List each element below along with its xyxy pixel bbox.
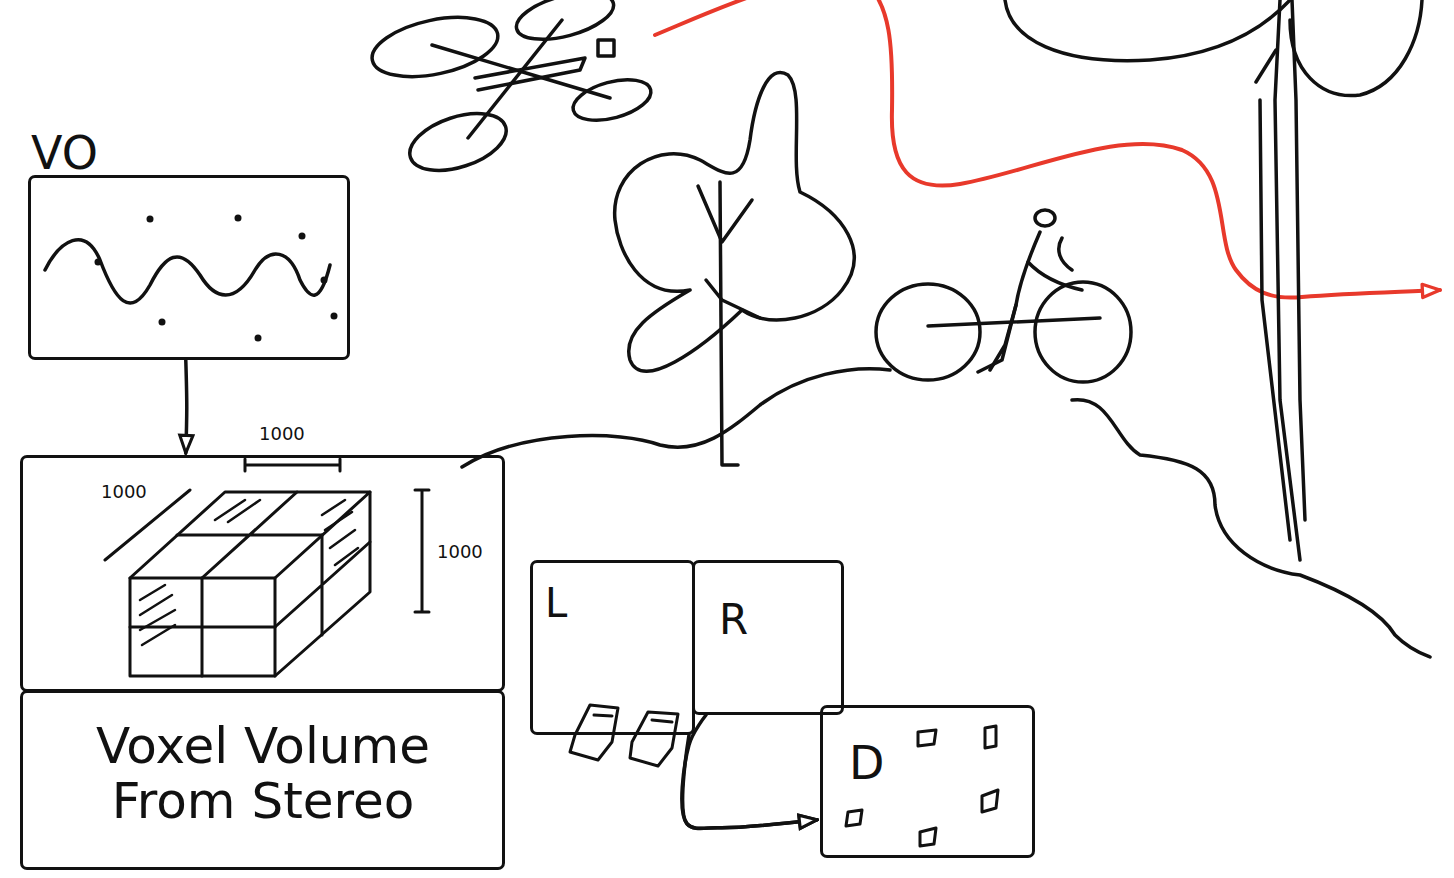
left-image-box: L bbox=[530, 560, 695, 735]
drone bbox=[475, 58, 585, 90]
drone bbox=[403, 103, 514, 181]
disparity-points bbox=[920, 828, 936, 846]
drone bbox=[598, 40, 614, 56]
red-path bbox=[655, 0, 1440, 298]
hill bbox=[462, 369, 1430, 657]
dimension-label: 1000 bbox=[101, 482, 147, 502]
bicycle bbox=[978, 305, 1016, 372]
bicycle bbox=[876, 210, 1131, 382]
box-label: L bbox=[545, 581, 567, 625]
tree bbox=[615, 72, 854, 465]
drone bbox=[468, 20, 562, 138]
tree bbox=[706, 280, 760, 318]
text-slot: L bbox=[545, 581, 567, 625]
voxel-cube bbox=[140, 585, 175, 645]
voxel-box: 100010001000 bbox=[20, 455, 505, 692]
voxel-cube bbox=[415, 490, 429, 612]
big-tree bbox=[1292, 0, 1305, 520]
disparity-points bbox=[918, 730, 936, 746]
bicycle bbox=[876, 284, 980, 380]
drone bbox=[569, 72, 656, 127]
dimension-label: 1000 bbox=[437, 542, 483, 562]
stereo-camera bbox=[594, 715, 672, 722]
drone bbox=[367, 0, 656, 181]
dimension-label: 1000 bbox=[259, 424, 305, 444]
big-tree bbox=[1290, 0, 1422, 96]
box-label: Voxel Volume From Stereo bbox=[53, 719, 473, 829]
bicycle bbox=[990, 232, 1040, 370]
arrow-connector bbox=[683, 735, 817, 828]
voxel-cube bbox=[275, 492, 370, 676]
arrow-connector bbox=[682, 715, 817, 828]
bicycle bbox=[1059, 238, 1072, 270]
label-box: Voxel Volume From Stereo bbox=[20, 690, 505, 870]
disparity-points bbox=[982, 790, 998, 812]
vo-box: VO bbox=[28, 175, 350, 360]
text-slot: R bbox=[719, 597, 748, 643]
vo-signal bbox=[235, 215, 242, 222]
disparity-points bbox=[846, 726, 998, 846]
vo-signal bbox=[45, 215, 338, 342]
stereo-camera bbox=[570, 705, 678, 766]
disparity-points bbox=[985, 726, 996, 748]
hill bbox=[1072, 400, 1430, 657]
big-tree bbox=[1260, 100, 1290, 540]
disparity-points bbox=[846, 810, 862, 826]
voxel-cube bbox=[322, 500, 358, 565]
box-label: R bbox=[719, 597, 748, 643]
voxel-cube bbox=[215, 500, 260, 522]
arrow-connector bbox=[186, 360, 187, 453]
right-image-box: R bbox=[692, 560, 844, 715]
red-path bbox=[655, 0, 1440, 298]
tree bbox=[615, 72, 854, 371]
voxel-cube bbox=[245, 459, 340, 471]
text-slot: VO bbox=[31, 128, 98, 179]
big-tree bbox=[1005, 0, 1422, 560]
bicycle bbox=[1035, 282, 1131, 382]
bicycle bbox=[1035, 210, 1055, 226]
text-slot: 1000 bbox=[101, 482, 147, 502]
voxel-cube bbox=[177, 492, 322, 578]
big-tree bbox=[1256, 50, 1276, 82]
box-label: D bbox=[849, 738, 884, 789]
disparity-box: D bbox=[820, 705, 1035, 858]
bicycle bbox=[1028, 262, 1082, 290]
text-slot: Voxel Volume From Stereo bbox=[53, 719, 473, 829]
vo-signal bbox=[95, 259, 102, 266]
hill bbox=[462, 369, 890, 467]
box-label: VO bbox=[31, 128, 98, 179]
voxel-cube bbox=[130, 578, 275, 676]
vo-signal bbox=[159, 319, 166, 326]
big-tree bbox=[1005, 0, 1290, 61]
vo-signal bbox=[147, 216, 154, 223]
text-slot: 1000 bbox=[437, 542, 483, 562]
voxel-cube bbox=[130, 578, 275, 676]
vo-signal bbox=[299, 233, 306, 240]
voxel-cube bbox=[130, 492, 370, 578]
tree bbox=[698, 186, 752, 242]
vo-signal bbox=[45, 240, 330, 303]
vo-signal bbox=[331, 313, 338, 320]
text-slot: D bbox=[849, 738, 884, 789]
vo-signal bbox=[321, 277, 328, 284]
vo-signal bbox=[255, 335, 262, 342]
text-slot: 1000 bbox=[259, 424, 305, 444]
voxel-cube bbox=[105, 459, 429, 676]
vo-signal bbox=[95, 215, 338, 342]
